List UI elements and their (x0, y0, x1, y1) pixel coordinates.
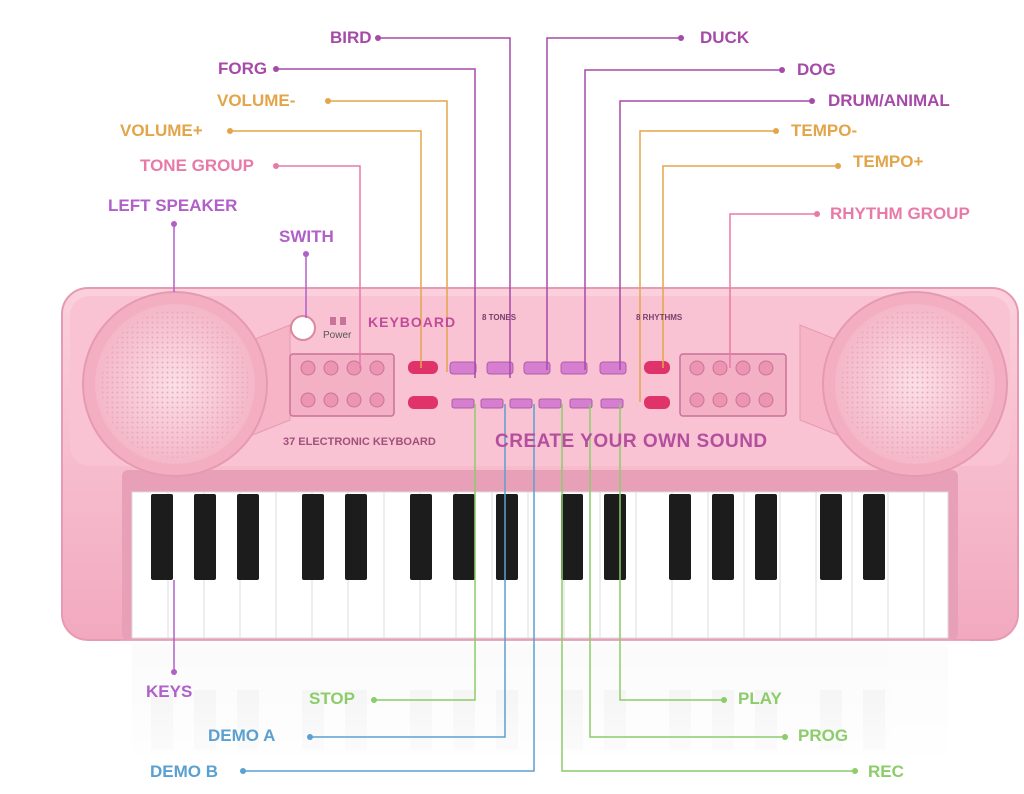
brand-text: KEYBOARD (368, 314, 457, 330)
label-bird: BIRD (330, 28, 372, 47)
label-play: PLAY (738, 689, 782, 708)
leader-lines (173, 37, 855, 772)
label-dog: DOG (797, 60, 836, 79)
label-keys: KEYS (146, 682, 193, 701)
label-duck: DUCK (700, 28, 750, 47)
power-text: Power (323, 330, 352, 341)
label-left-speaker: LEFT SPEAKER (108, 196, 238, 215)
label-tempo-plus: TEMPO+ (853, 152, 924, 171)
black-keys (151, 494, 885, 580)
volume-tempo-buttons (408, 361, 670, 409)
label-rec: REC (868, 762, 904, 781)
tones-title: 8 TONES (482, 313, 517, 322)
label-volume-minus: VOLUME- (217, 91, 296, 110)
label-stop: STOP (309, 689, 355, 708)
left-speaker-grille (82, 291, 291, 477)
right-speaker-grille (799, 291, 1008, 477)
tone-group-panel (289, 353, 395, 417)
model-text: 37 ELECTRONIC KEYBOARD (283, 436, 436, 448)
power-switch (290, 315, 346, 341)
rhythms-title: 8 RHYTHMS (636, 313, 683, 322)
function-buttons (449, 361, 627, 409)
leader-dots (171, 35, 858, 774)
label-prog: PROG (798, 726, 849, 745)
label-volume-plus: VOLUME+ (120, 121, 203, 140)
label-drum-animal: DRUM/ANIMAL (828, 91, 950, 110)
slogan-text: CREATE YOUR OWN SOUND (495, 431, 768, 452)
rhythm-group-panel (679, 353, 787, 417)
label-tone-group: TONE GROUP (140, 156, 254, 175)
label-forg: FORG (218, 59, 268, 78)
label-demo-a: DEMO A (208, 726, 276, 745)
label-tempo-minus: TEMPO- (791, 121, 858, 140)
label-swith: SWITH (279, 227, 334, 246)
label-rhythm-group: RHYTHM GROUP (830, 204, 970, 223)
label-demo-b: DEMO B (150, 762, 218, 781)
